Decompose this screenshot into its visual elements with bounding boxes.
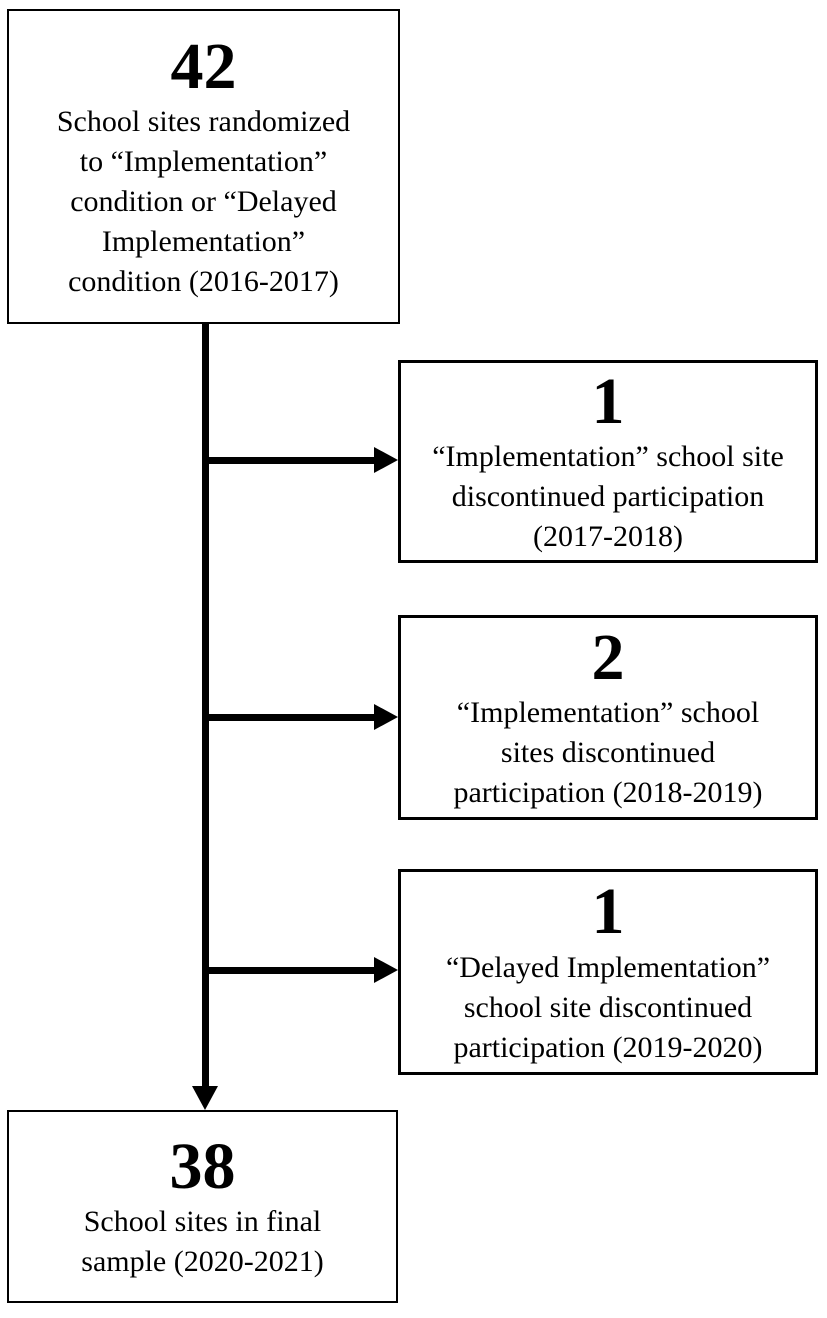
connector-branch-2-shaft xyxy=(202,714,376,721)
box-discontinued-2017-2018: 1 “Implementation” school site discontin… xyxy=(398,360,818,563)
box-final-sample: 38 School sites in final sample (2020-20… xyxy=(7,1110,398,1303)
box-discontinued-2019-2020: 1 “Delayed Implementation” school site d… xyxy=(398,869,818,1075)
box-discontinued-2019-2020-count: 1 xyxy=(591,875,625,949)
box-discontinued-2018-2019-label: “Implementation” school sites discontinu… xyxy=(453,696,763,810)
box-final-sample-label: School sites in final sample (2020-2021) xyxy=(81,1205,324,1279)
arrow-right-icon xyxy=(374,957,398,983)
connector-branch-1-shaft xyxy=(202,457,376,464)
box-final-sample-count: 38 xyxy=(169,1129,236,1203)
box-randomized-count: 42 xyxy=(170,29,237,103)
box-discontinued-2017-2018-label: “Implementation” school site discontinue… xyxy=(432,440,784,554)
arrow-down-icon xyxy=(192,1086,218,1110)
box-discontinued-2018-2019-count: 2 xyxy=(591,620,625,694)
box-randomized-label: School sites randomized to “Implementati… xyxy=(56,105,351,299)
connector-vertical-line xyxy=(202,324,209,1086)
box-randomized-sites: 42 School sites randomized to “Implement… xyxy=(7,9,400,324)
box-discontinued-2018-2019: 2 “Implementation” school sites disconti… xyxy=(398,615,818,820)
box-discontinued-2019-2020-label: “Delayed Implementation” school site dis… xyxy=(445,950,771,1064)
connector-branch-3-shaft xyxy=(202,967,376,974)
box-discontinued-2017-2018-count: 1 xyxy=(591,364,625,438)
arrow-right-icon xyxy=(374,704,398,730)
arrow-right-icon xyxy=(374,447,398,473)
